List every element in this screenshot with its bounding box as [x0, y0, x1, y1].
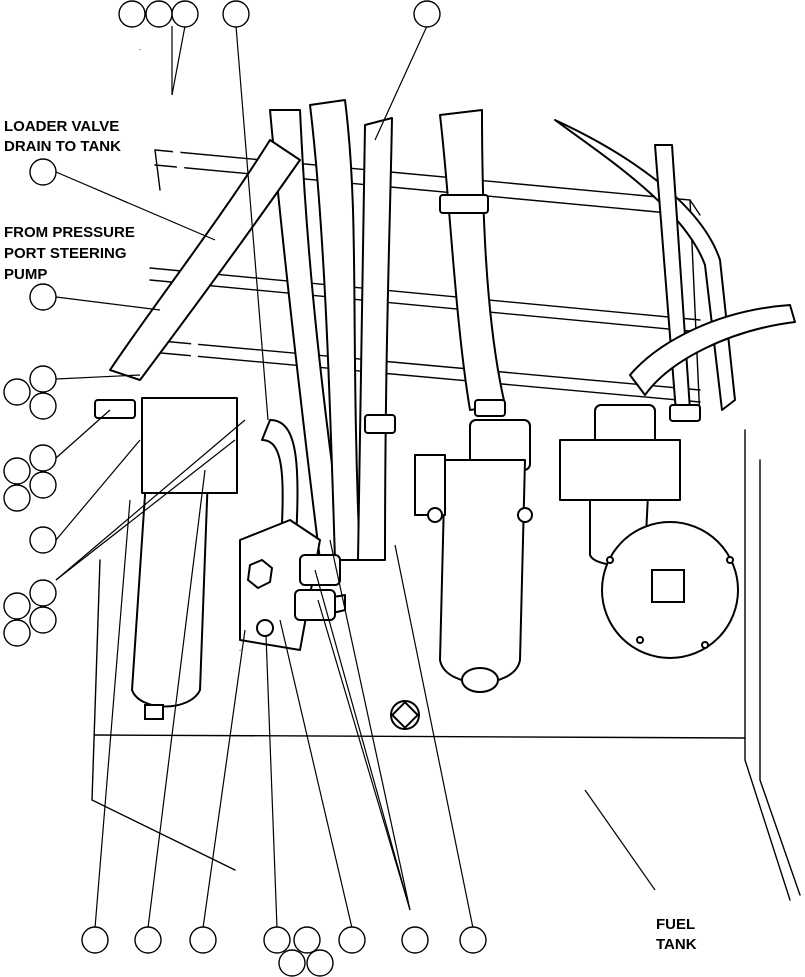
callout-circle: [171, 0, 199, 28]
callout-circles: [3, 0, 487, 977]
accumulator: [131, 397, 238, 720]
callout-circle: [29, 283, 57, 311]
hoses: [109, 48, 796, 652]
text-labels: LOADER VALVE DRAIN TO TANK FROM PRESSURE…: [4, 118, 697, 953]
accumulator-nut: [144, 704, 164, 720]
pressure-port-label-line1: FROM PRESSURE: [4, 224, 135, 241]
callout-circle: [3, 378, 31, 406]
center-filter: [414, 419, 533, 693]
callout-circle: [3, 457, 31, 485]
clamps: [94, 194, 701, 434]
pressure-port-label-line3: PUMP: [4, 266, 47, 283]
callout-circle: [278, 949, 306, 977]
fuel-tank: [91, 429, 801, 901]
callout-circle: [3, 592, 31, 620]
callout-circle: [3, 484, 31, 512]
fuel-tank-label-line1: FUEL: [656, 916, 695, 933]
callout-circle: [306, 949, 334, 977]
callout-circle: [29, 471, 57, 499]
frame-rails: [94, 149, 746, 739]
callout-circle: [29, 444, 57, 472]
callout-circle: [459, 926, 487, 954]
callout-circle: [29, 392, 57, 420]
callout-circle: [29, 365, 57, 393]
callout-circle: [118, 0, 146, 28]
leader-lines: [55, 25, 656, 929]
valve-plug: [246, 558, 274, 590]
callout-circle: [29, 606, 57, 634]
loader-valve-label-line2: DRAIN TO TANK: [4, 138, 121, 155]
callout-circle: [29, 526, 57, 554]
callout-circle: [145, 0, 173, 28]
callout-circle: [134, 926, 162, 954]
callout-circle: [81, 926, 109, 954]
tank-plate: [601, 521, 739, 659]
callout-circle: [338, 926, 366, 954]
callout-circle: [293, 926, 321, 954]
fuel-tank-label-line2: TANK: [656, 936, 697, 953]
callout-circle: [29, 579, 57, 607]
callout-circle: [222, 0, 250, 28]
callout-circle: [189, 926, 217, 954]
callout-circle: [29, 158, 57, 186]
callout-circle: [3, 619, 31, 647]
valve-block: [239, 519, 341, 651]
loader-valve-label-line1: LOADER VALVE: [4, 118, 119, 135]
pressure-port-label-line2: PORT STEERING: [4, 245, 127, 262]
callout-circle: [413, 0, 441, 28]
callout-circle: [263, 926, 291, 954]
callout-circle: [401, 926, 429, 954]
